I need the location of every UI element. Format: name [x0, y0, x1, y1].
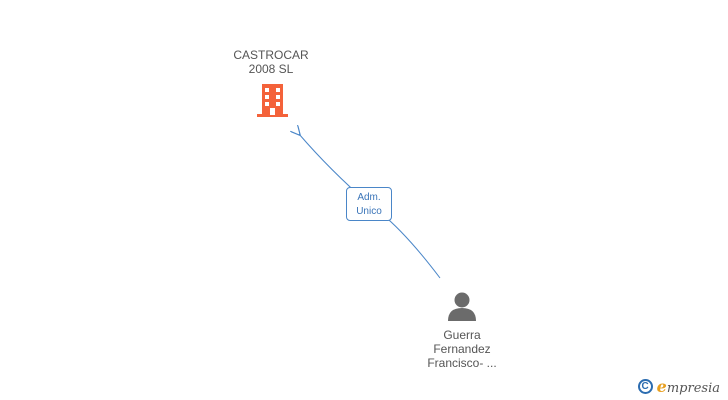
role-line2: Unico: [356, 206, 382, 217]
person-name[interactable]: Guerra Fernandez Francisco- ...: [392, 328, 532, 370]
role-badge[interactable]: Adm. Unico: [346, 187, 392, 221]
brand-logo: C empresia: [637, 376, 720, 396]
building-icon[interactable]: [256, 82, 289, 118]
person-name-line1: Guerra: [443, 328, 481, 342]
brand-name-rest: mpresia: [666, 380, 720, 396]
person-name-line3: Francisco- ...: [427, 356, 497, 370]
company-name-line1: CASTROCAR: [233, 48, 309, 62]
person-icon[interactable]: [446, 291, 478, 321]
company-name[interactable]: CASTROCAR 2008 SL: [201, 48, 341, 76]
role-line1: Adm.: [357, 192, 381, 203]
person-name-line2: Fernandez: [433, 342, 491, 356]
brand-initial: e: [656, 376, 667, 396]
company-name-line2: 2008 SL: [248, 62, 294, 76]
copyright-icon: C: [637, 378, 653, 394]
brand-name: empresia: [657, 377, 720, 396]
